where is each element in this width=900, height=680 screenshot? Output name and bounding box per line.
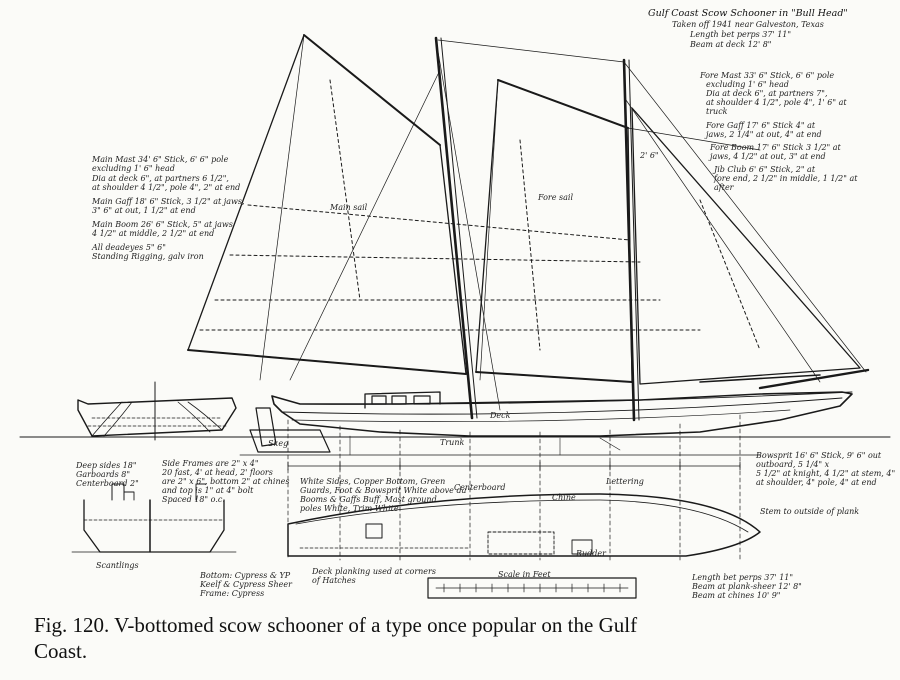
spar-notes-left: Main Mast 34' 6" Stick, 6' 6" pole exclu…	[91, 155, 245, 261]
svg-text:Frame: Cypress: Frame: Cypress	[199, 589, 264, 598]
svg-text:Bottom: Cypress & YP: Bottom: Cypress & YP	[199, 571, 291, 580]
bowsprit-notes: Bowsprit 16' 6" Stick, 9' 6" out outboar…	[755, 451, 895, 487]
foremast	[622, 58, 640, 422]
svg-text:poles White, Trim White: poles White, Trim White	[300, 504, 399, 513]
svg-text:Side Frames are 2" x 4": Side Frames are 2" x 4"	[162, 459, 259, 468]
svg-text:truck: truck	[706, 107, 728, 116]
plank-notes: Deck planking used at corners of Hatches	[311, 567, 436, 585]
svg-text:Trunk: Trunk	[440, 438, 464, 447]
svg-text:Deep sides 18": Deep sides 18"	[75, 461, 137, 470]
svg-text:5 1/2" at knight, 4 1/2" at st: 5 1/2" at knight, 4 1/2" at stem, 4"	[756, 469, 895, 478]
figure-caption: Fig. 120. V-bottomed scow schooner of a …	[34, 612, 894, 664]
svg-text:Centerboard 2": Centerboard 2"	[76, 479, 139, 488]
svg-text:Spaced 18" o.c.: Spaced 18" o.c.	[162, 495, 225, 504]
svg-text:at shoulder 4 1/2", pole 4", 1: at shoulder 4 1/2", pole 4", 1' 6" at	[706, 98, 847, 107]
svg-text:Stem to outside of plank: Stem to outside of plank	[760, 507, 859, 516]
jib	[631, 107, 861, 385]
caption-line-1: Fig. 120. V-bottomed scow schooner of a …	[34, 613, 638, 637]
svg-text:Booms & Gaffs Buff, Mast groun: Booms & Gaffs Buff, Mast ground	[299, 495, 437, 504]
hull-profile	[271, 391, 853, 437]
svg-text:Beam at chines 10' 9": Beam at chines 10' 9"	[691, 591, 780, 600]
caption-line-2: Coast.	[34, 639, 88, 663]
svg-text:Scantlings: Scantlings	[96, 561, 139, 570]
svg-text:Fore Mast 33' 6" Stick, 6' 6": Fore Mast 33' 6" Stick, 6' 6" pole	[699, 71, 834, 80]
svg-text:Length bet perps 37' 11": Length bet perps 37' 11"	[691, 573, 793, 582]
svg-text:are 2" x 6", bottom 2" at chin: are 2" x 6", bottom 2" at chines	[162, 477, 289, 486]
svg-text:Beam at deck 12' 8": Beam at deck 12' 8"	[689, 40, 771, 49]
svg-text:4 1/2" at middle, 2 1/2" at en: 4 1/2" at middle, 2 1/2" at end	[91, 229, 214, 238]
svg-text:White Sides, Copper Bottom, Gr: White Sides, Copper Bottom, Green	[300, 477, 445, 486]
svg-text:outboard, 5 1/4" x: outboard, 5 1/4" x	[756, 460, 830, 469]
svg-text:jaws, 4 1/2" at out, 3" at end: jaws, 4 1/2" at out, 3" at end	[708, 152, 826, 161]
deck-plan	[287, 493, 761, 557]
svg-text:and top is 1" at 4" bolt: and top is 1" at 4" bolt	[162, 486, 254, 495]
svg-text:3" 6" at out, 1 1/2" at end: 3" 6" at out, 1 1/2" at end	[92, 206, 196, 215]
svg-text:at shoulder, 4" pole, 4" at en: at shoulder, 4" pole, 4" at end	[756, 478, 877, 487]
scow-schooner-lines-drawing: Gulf Coast Scow Schooner in "Bull Head" …	[19, 8, 895, 600]
mainmast	[434, 36, 478, 420]
svg-text:Fore Boom 17' 6" Stick 3 1/2": Fore Boom 17' 6" Stick 3 1/2" at	[709, 143, 842, 152]
body-plan	[77, 381, 237, 441]
svg-text:jaws, 2 1/4" at out, 4" at end: jaws, 2 1/4" at out, 4" at end	[704, 130, 822, 139]
svg-text:Main Mast 34' 6" Stick, 6' 6": Main Mast 34' 6" Stick, 6' 6" pole	[91, 155, 229, 164]
section-notes: Deep sides 18" Garboards 8" Centerboard …	[75, 461, 139, 570]
dimension-notes: Length bet perps 37' 11" Beam at plank-s…	[691, 573, 802, 600]
svg-text:Dia at deck 6", at partners 7": Dia at deck 6", at partners 7",	[705, 89, 828, 98]
svg-text:excluding 1' 6" head: excluding 1' 6" head	[92, 164, 175, 173]
cabin-house	[364, 391, 441, 409]
midship-section	[71, 483, 237, 553]
svg-text:Main Boom 26' 6" Stick, 5" at: Main Boom 26' 6" Stick, 5" at jaws	[91, 220, 233, 229]
svg-text:fore end, 2 1/2" in middle, 1: fore end, 2 1/2" in middle, 1 1/2" at	[713, 174, 858, 183]
svg-text:All deadeyes 5" 6": All deadeyes 5" 6"	[91, 243, 166, 252]
svg-text:at shoulder 4 1/2", pole 4", 2: at shoulder 4 1/2", pole 4", 2" at end	[92, 183, 240, 192]
svg-text:Fore Gaff 17' 6" Stick 4" at: Fore Gaff 17' 6" Stick 4" at	[705, 121, 816, 130]
jib-club	[699, 374, 821, 383]
svg-text:Scale in Feet: Scale in Feet	[498, 570, 551, 579]
svg-text:2' 6": 2' 6"	[639, 151, 659, 160]
paint-notes: White Sides, Copper Bottom, Green Guards…	[299, 477, 467, 513]
svg-text:Centerboard: Centerboard	[454, 483, 505, 492]
drawing-labels: 2' 6" Lettering Scale in Feet Fore sail …	[268, 151, 859, 579]
svg-text:Taken off 1941 near Galveston,: Taken off 1941 near Galveston, Texas	[672, 20, 824, 29]
svg-text:Fore sail: Fore sail	[537, 193, 573, 202]
svg-text:Keelf & Cypress Sheer: Keelf & Cypress Sheer	[199, 580, 293, 589]
svg-text:Guards, Foot & Bowsprit White: Guards, Foot & Bowsprit White above da	[300, 486, 467, 495]
svg-text:Gulf Coast Scow Schooner in "B: Gulf Coast Scow Schooner in "Bull Head"	[648, 8, 848, 19]
svg-text:Bowsprit 16' 6" Stick, 9' 6" o: Bowsprit 16' 6" Stick, 9' 6" out	[755, 451, 882, 460]
svg-text:Lettering: Lettering	[605, 477, 644, 486]
svg-text:Standing Rigging, galv iron: Standing Rigging, galv iron	[92, 252, 204, 261]
spar-notes-right: Fore Mast 33' 6" Stick, 6' 6" pole exclu…	[699, 71, 858, 192]
rudder	[255, 407, 277, 447]
svg-text:Skeg: Skeg	[268, 439, 288, 448]
svg-text:Chine: Chine	[552, 493, 576, 502]
svg-text:Beam at plank-sheer 12' 8": Beam at plank-sheer 12' 8"	[691, 582, 802, 591]
svg-text:Main sail: Main sail	[329, 203, 368, 212]
title-block: Gulf Coast Scow Schooner in "Bull Head" …	[648, 8, 848, 49]
svg-text:Deck: Deck	[489, 411, 511, 420]
svg-text:Length bet perps 37' 11": Length bet perps 37' 11"	[689, 30, 791, 39]
svg-text:Deck planking used at corners: Deck planking used at corners	[311, 567, 436, 576]
bowsprit	[758, 368, 870, 390]
skeg	[249, 429, 331, 453]
fore-sail	[475, 79, 633, 383]
svg-text:Garboards 8": Garboards 8"	[76, 470, 130, 479]
svg-text:Dia at deck 6", at partners 6: Dia at deck 6", at partners 6 1/2",	[91, 174, 229, 183]
scale-bar	[427, 577, 637, 599]
main-sail	[187, 34, 467, 375]
svg-text:20 fast, 4' at head, 2' floors: 20 fast, 4' at head, 2' floors	[161, 468, 273, 477]
frame-notes: Side Frames are 2" x 4" 20 fast, 4' at h…	[161, 459, 289, 504]
svg-text:excluding 1' 6" head: excluding 1' 6" head	[706, 80, 789, 89]
bottom-notes: Bottom: Cypress & YP Keelf & Cypress She…	[199, 571, 293, 598]
svg-text:Jib Club 6' 6" Stick, 2" at: Jib Club 6' 6" Stick, 2" at	[712, 165, 816, 174]
svg-text:Main Gaff 18' 6" Stick, 3 1/2": Main Gaff 18' 6" Stick, 3 1/2" at jaws,	[91, 197, 245, 206]
svg-text:of Hatches: of Hatches	[312, 576, 356, 585]
svg-text:Rudder: Rudder	[575, 549, 607, 558]
svg-text:after: after	[714, 183, 735, 192]
